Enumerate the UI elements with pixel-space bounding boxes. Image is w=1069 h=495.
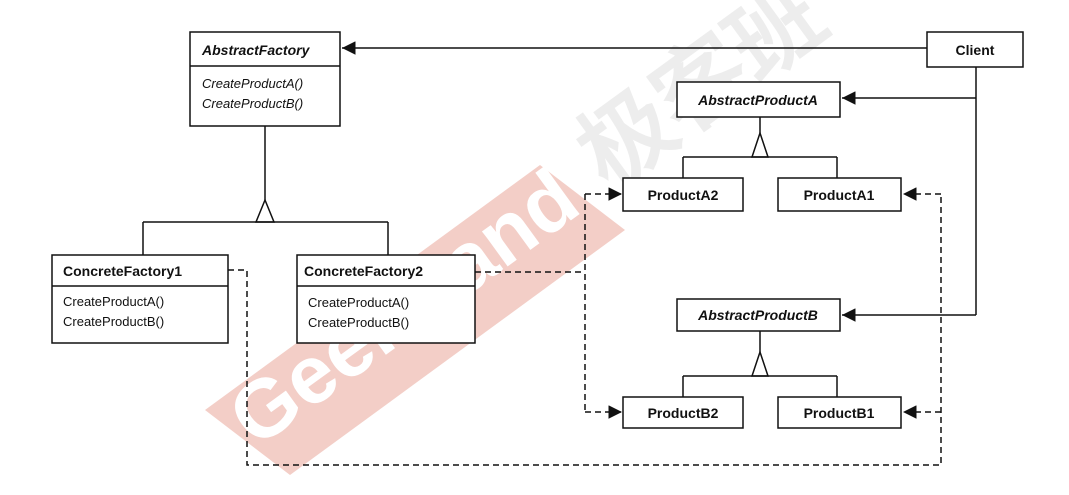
class-name: ConcreteFactory2 xyxy=(304,263,423,279)
class-abstract-product-a: AbstractProductA xyxy=(676,81,841,118)
product-a-inheritance xyxy=(682,117,838,178)
creation-dependencies xyxy=(228,187,942,466)
class-name: ProductB2 xyxy=(648,405,719,421)
class-name: ConcreteFactory1 xyxy=(63,263,182,279)
client-associations xyxy=(342,41,977,322)
inheritance-triangle-icon xyxy=(750,349,770,377)
class-product-b2: ProductB2 xyxy=(622,396,744,429)
class-name: AbstractProductB xyxy=(697,307,818,323)
class-name: AbstractFactory xyxy=(201,42,311,58)
inheritance-triangle-icon xyxy=(750,130,770,158)
product-b-inheritance xyxy=(682,331,838,397)
class-concrete-factory-1: ConcreteFactory1 CreateProductA() Create… xyxy=(51,254,229,344)
class-name: ProductA2 xyxy=(648,187,719,203)
class-name: AbstractProductA xyxy=(697,92,818,108)
operation: CreateProductB() xyxy=(202,96,303,111)
class-name: ProductA1 xyxy=(804,187,875,203)
class-name: ProductB1 xyxy=(804,405,875,421)
operation: CreateProductA() xyxy=(63,294,164,309)
class-abstract-factory: AbstractFactory CreateProductA() CreateP… xyxy=(189,31,341,127)
class-product-b1: ProductB1 xyxy=(777,396,902,429)
inheritance-triangle-icon xyxy=(254,198,276,223)
class-abstract-product-b: AbstractProductB xyxy=(676,298,841,332)
class-product-a2: ProductA2 xyxy=(622,177,744,212)
class-concrete-factory-2: ConcreteFactory2 CreateProductA() Create… xyxy=(296,254,476,344)
operation: CreateProductB() xyxy=(308,315,409,330)
operation: CreateProductA() xyxy=(308,295,409,310)
class-client: Client xyxy=(926,31,1024,68)
operation: CreateProductA() xyxy=(202,76,303,91)
operation: CreateProductB() xyxy=(63,314,164,329)
class-product-a1: ProductA1 xyxy=(777,177,902,212)
class-name: Client xyxy=(956,42,995,58)
factory-inheritance xyxy=(142,126,389,255)
